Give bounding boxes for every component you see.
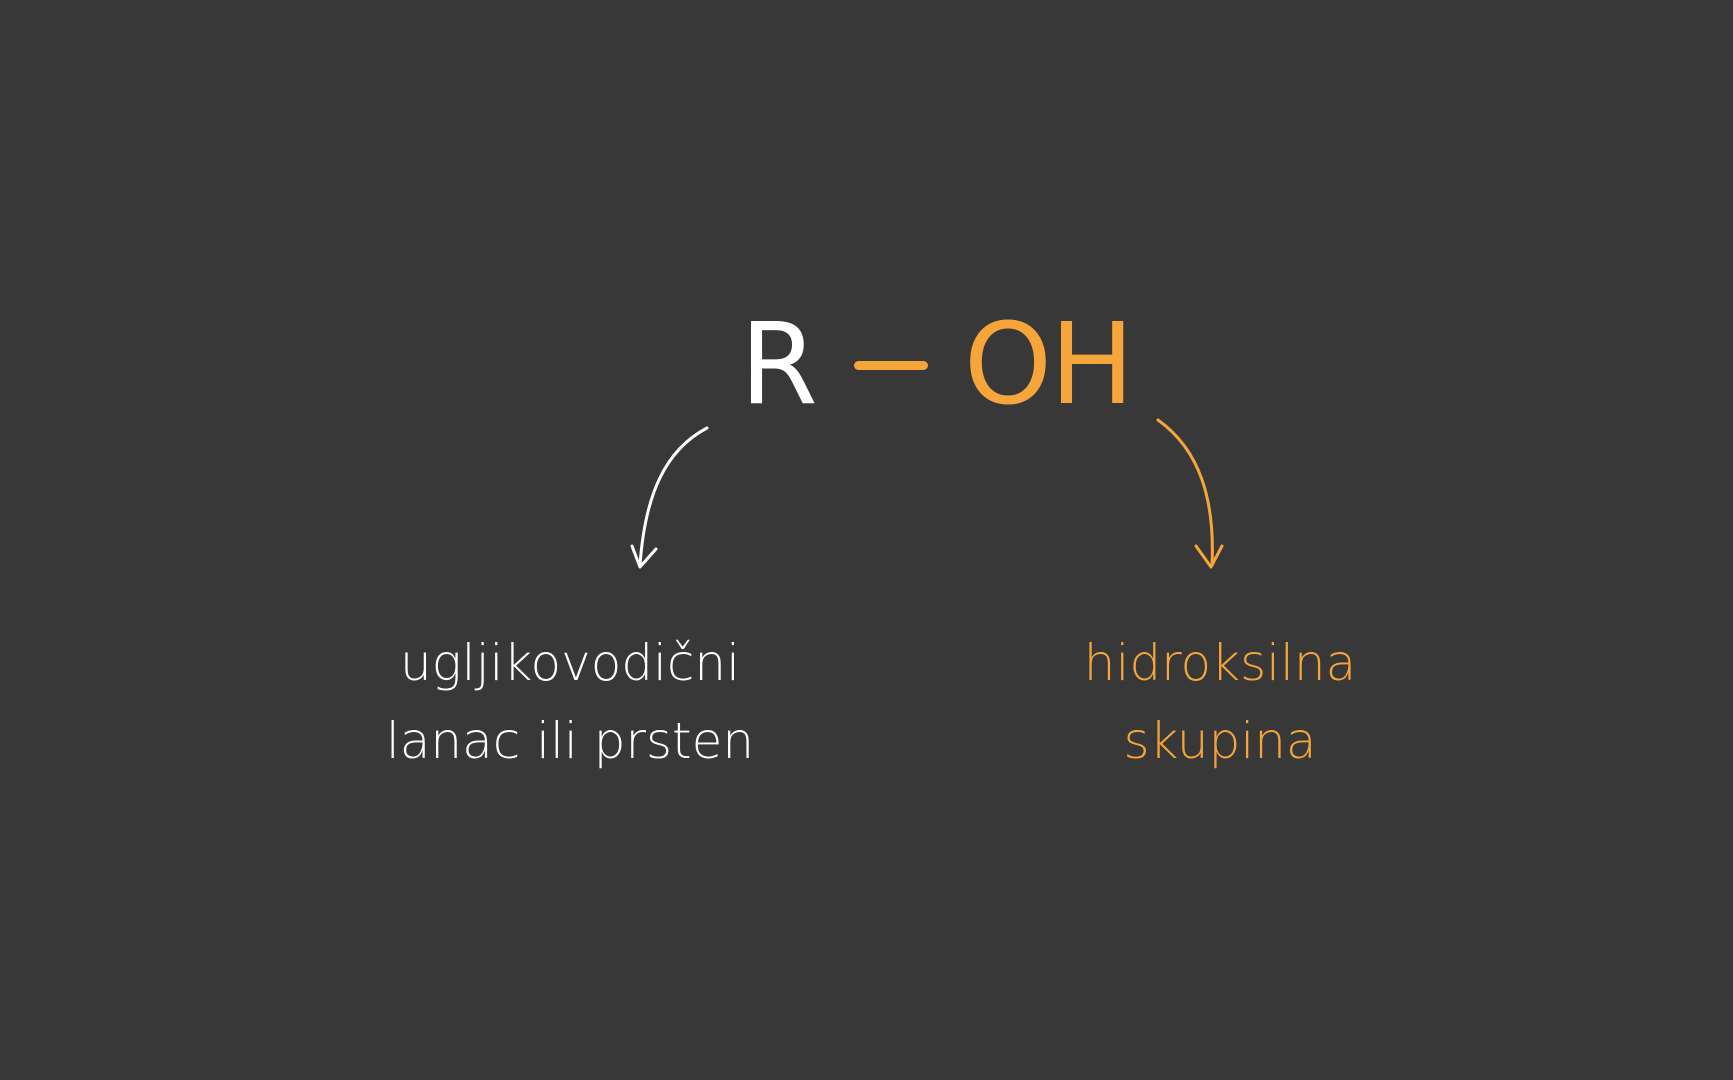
left-arrow-head xyxy=(630,544,658,569)
label-left-line2: lanac ili prsten xyxy=(385,712,755,770)
right-arrow-head xyxy=(1194,544,1224,569)
formula-oh: OH xyxy=(963,300,1134,430)
formula-bond xyxy=(853,360,928,370)
left-arrow-shaft xyxy=(638,426,709,567)
left-arrow xyxy=(630,426,709,569)
label-right-line1: hidroksilna xyxy=(1083,634,1357,692)
formula-r-oh: R OH xyxy=(740,300,1134,430)
label-right-line2: skupina xyxy=(1123,712,1317,770)
label-hydroxyl-group: hidroksilna skupina xyxy=(1000,624,1440,780)
formula-r: R xyxy=(740,300,818,430)
right-arrow-shaft xyxy=(1156,418,1214,567)
right-arrow xyxy=(1156,418,1224,569)
label-left-line1: ugljikovodični xyxy=(399,634,740,692)
label-hydrocarbon-chain: ugljikovodični lanac ili prsten xyxy=(330,624,810,780)
